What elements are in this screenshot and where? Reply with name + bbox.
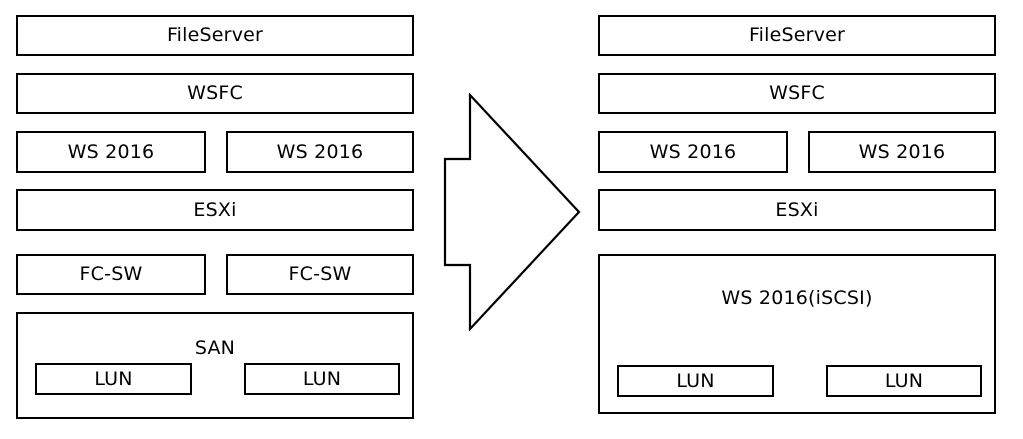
right-node-wsfc: WSFC	[598, 73, 996, 114]
before-architecture-stack: FileServer WSFC WS 2016 WS 2016 ESXi FC-…	[0, 0, 440, 439]
left-node-wsfc-label: WSFC	[187, 82, 243, 104]
left-node-ws2016-a: WS 2016	[16, 131, 206, 173]
right-node-iscsi-lun-a-label: LUN	[676, 369, 715, 392]
migration-arrow-icon	[443, 93, 581, 331]
right-node-iscsi-container: WS 2016(iSCSI) LUN LUN	[598, 254, 996, 414]
left-node-wsfc: WSFC	[16, 73, 414, 114]
right-node-wsfc-label: WSFC	[769, 82, 825, 104]
right-node-ws2016-a: WS 2016	[598, 131, 788, 173]
right-node-fileserver: FileServer	[598, 15, 996, 56]
left-node-fileserver: FileServer	[16, 15, 414, 56]
left-node-esxi: ESXi	[16, 189, 414, 231]
right-node-esxi: ESXi	[598, 189, 996, 231]
right-node-iscsi-lun-b: LUN	[826, 365, 982, 397]
left-node-san-lun-a-label: LUN	[94, 367, 133, 390]
right-node-iscsi-lun-a: LUN	[617, 365, 774, 397]
left-node-ws2016-b-label: WS 2016	[276, 140, 364, 163]
left-node-ws2016-b: WS 2016	[226, 131, 414, 173]
right-node-fileserver-label: FileServer	[748, 24, 846, 46]
left-node-fileserver-label: FileServer	[166, 24, 264, 46]
arrow-right-shape	[443, 93, 581, 331]
right-node-iscsi-lun-b-label: LUN	[884, 369, 924, 392]
right-node-ws2016-b: WS 2016	[808, 131, 996, 173]
right-node-ws2016-a-label: WS 2016	[649, 140, 737, 163]
left-node-ws2016-a-label: WS 2016	[67, 140, 155, 163]
left-node-san-label: SAN	[194, 337, 236, 359]
left-node-san-lun-b-label: LUN	[302, 367, 342, 390]
left-node-san-lun-a: LUN	[35, 363, 192, 395]
right-node-esxi-label: ESXi	[775, 198, 819, 221]
right-node-ws2016-b-label: WS 2016	[858, 140, 946, 163]
left-node-san-lun-b: LUN	[244, 363, 400, 395]
after-architecture-stack: FileServer WSFC WS 2016 WS 2016 ESXi WS …	[580, 0, 1023, 439]
left-node-esxi-label: ESXi	[193, 198, 237, 221]
left-node-fcsw-b: FC-SW	[226, 254, 414, 295]
migration-arrow	[443, 93, 581, 331]
left-node-fcsw-b-label: FC-SW	[288, 263, 352, 285]
right-node-iscsi-label: WS 2016(iSCSI)	[721, 287, 873, 309]
left-node-fcsw-a: FC-SW	[16, 254, 206, 295]
left-node-san-container: SAN LUN LUN	[16, 312, 414, 419]
left-node-fcsw-a-label: FC-SW	[79, 263, 143, 285]
